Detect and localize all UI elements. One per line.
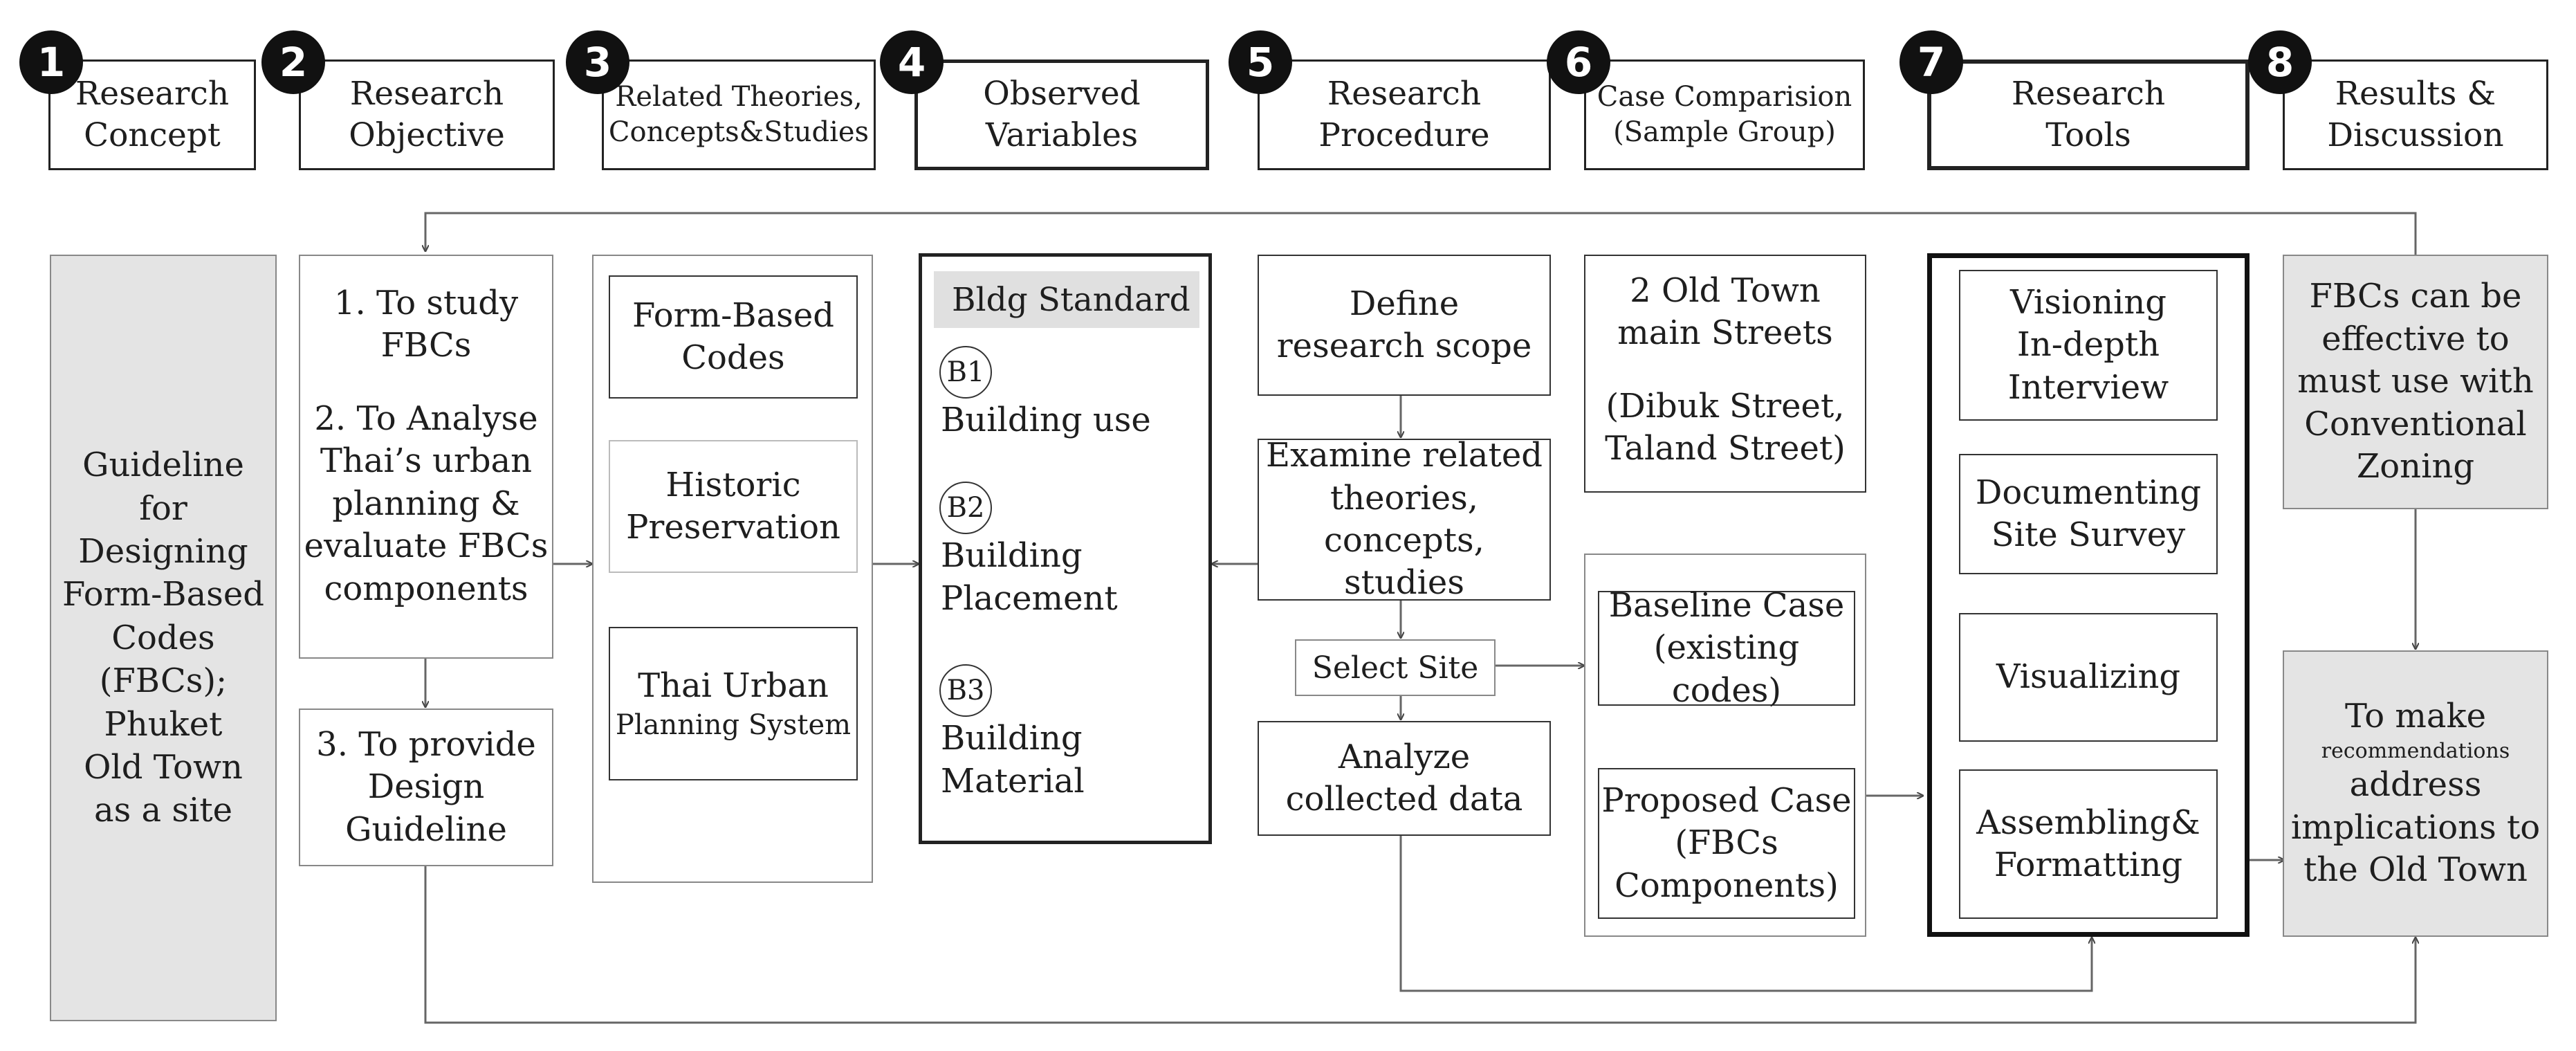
tool-assembling-formatting: Assembling& Formatting — [1959, 769, 2218, 919]
bldg-standard-title: Bldg Standard — [934, 271, 1199, 328]
step-badge-4: 4 — [880, 30, 944, 94]
step-badge-2: 2 — [261, 30, 325, 94]
tool-visioning-interview: Visioning In-depth Interview — [1959, 270, 2218, 421]
objectives-1-2-box: 1. To study FBCs 2. To Analyse Thai’s ur… — [299, 255, 553, 659]
variable-b1: B1 — [939, 346, 992, 399]
b1-badge: B1 — [939, 346, 992, 399]
case-proposed: Proposed Case (FBCs Components) — [1598, 768, 1855, 919]
step-badge-6: 6 — [1547, 30, 1610, 94]
case-baseline: Baseline Case(existing codes) — [1598, 586, 1855, 710]
loop-line — [425, 212, 2417, 255]
step-badge-8: 8 — [2248, 30, 2312, 94]
result-recommendations: To make recommendations address implicat… — [2283, 650, 2548, 937]
variable-b3-label: Building Material — [941, 719, 1085, 801]
objective-3-box: 3. To provide Design Guideline — [299, 709, 553, 866]
case-old-town-streets: 2 Old Town main Streets (Dibuk Street, T… — [1584, 255, 1866, 493]
result-finding: FBCs can be effective to must use with C… — [2283, 255, 2548, 509]
variable-b1-label: Building use — [941, 401, 1151, 439]
step-badge-1: 1 — [19, 30, 83, 94]
theory-thai-urban-planning: Thai Urban Planning System — [609, 627, 858, 780]
header-related-theories: Related Theories,Concepts&Studies — [602, 60, 876, 170]
b3-badge: B3 — [939, 664, 992, 717]
step-badge-5: 5 — [1229, 30, 1292, 94]
step-badge-7: 7 — [1899, 30, 1963, 94]
variable-b3: B3 — [939, 664, 992, 717]
tool-documenting-survey: Documenting Site Survey — [1959, 454, 2218, 574]
proc-select-site: Select Site — [1295, 639, 1496, 696]
research-concept-box: Guideline for Designing Form-Based Codes… — [50, 255, 277, 1021]
header-case-comparision: Case Comparision(Sample Group) — [1584, 60, 1865, 170]
step-badge-3: 3 — [566, 30, 629, 94]
variable-b2-label: Building Placement — [941, 536, 1118, 619]
variable-b2: B2 — [939, 482, 992, 534]
proc-examine-theories: Examine related theories, concepts, stud… — [1258, 436, 1551, 602]
tool-visualizing: Visualizing — [1959, 613, 2218, 742]
header-results-discussion: Results &Discussion — [2283, 60, 2548, 170]
b2-badge: B2 — [939, 482, 992, 534]
